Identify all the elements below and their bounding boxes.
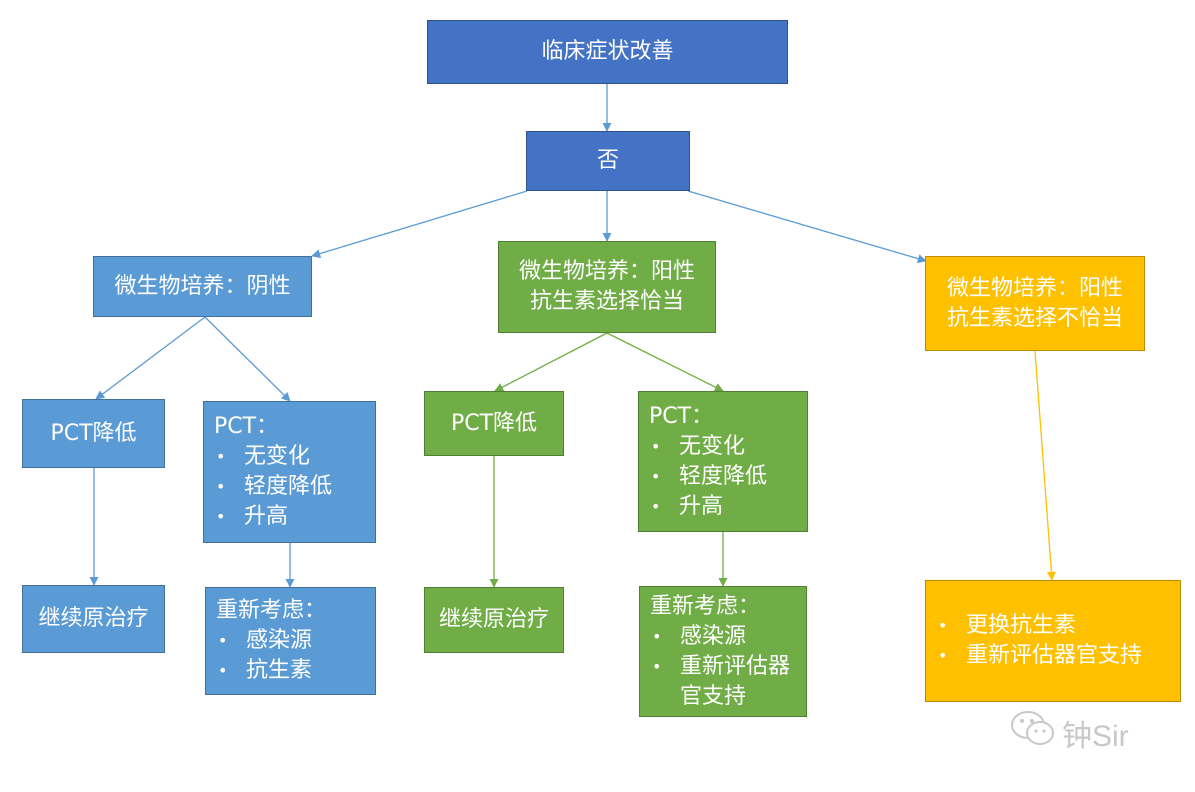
pct-other-item-1-1: 无变化 [214,442,375,472]
continue-treatment-label-2: 继续原治疗 [438,607,549,632]
negative-culture-node: 微生物培养：阴性 [93,256,312,317]
change-antibiotic-item-2: 重新评估器官支持 [936,641,1180,671]
positive-appropriate-line-2: 抗生素选择恰当 [529,289,684,314]
continue-treatment-label-1: 继续原治疗 [38,606,149,631]
reconsider-title-2: 重新考虑： [650,593,761,619]
pct-other-title-1: PCT： [214,414,279,439]
positive-appropriate-node: 微生物培养：阳性 抗生素选择恰当 [498,241,716,333]
pct-other-node-2: PCT： 无变化 轻度降低 升高 [638,391,808,532]
reconsider-list-2: 感染源 重新评估器 官支持 [650,622,806,712]
positive-inappropriate-line-2: 抗生素选择不恰当 [946,305,1123,331]
pct-down-label-1: PCT降低 [50,420,137,446]
change-antibiotic-node: 更换抗生素 重新评估器官支持 [925,580,1181,702]
reconsider-title-1: 重新考虑： [216,598,327,623]
watermark: 钟Sir [1010,708,1170,758]
positive-inappropriate-line-1: 微生物培养：阳性 [946,275,1123,301]
arrow-pos-ok-to-pct-down [494,332,608,392]
reconsider-node-1: 重新考虑： 感染源 抗生素 [205,587,376,695]
pct-down-node-1: PCT降低 [22,399,165,468]
reconsider-item-2-1: 感染源 [650,622,806,652]
watermark-text: 钟Sir [1062,720,1129,753]
reconsider-item-2-2: 重新评估器 [650,652,806,682]
wechat-icon [1010,709,1056,757]
pct-other-node-1: PCT： 无变化 轻度降低 升高 [203,401,376,543]
pct-down-label-2: PCT降低 [450,410,538,436]
reconsider-item-1-2: 抗生素 [216,656,375,686]
root-label: 临床症状改善 [541,39,674,64]
root-node: 临床症状改善 [427,20,788,84]
pct-other-list-1: 无变化 轻度降低 升高 [214,442,375,532]
negative-culture-label: 微生物培养：阴性 [114,273,291,299]
change-antibiotic-item-1: 更换抗生素 [936,611,1180,641]
reconsider-item-2-3: 官支持 [680,683,747,709]
pct-other-item-1-2: 轻度降低 [214,472,375,502]
pct-other-title-2: PCT： [649,403,714,429]
continue-treatment-node-2: 继续原治疗 [424,587,564,653]
pct-other-item-2-3: 升高 [649,492,807,522]
reconsider-list-1: 感染源 抗生素 [216,626,375,686]
no-node: 否 [526,131,690,191]
continue-treatment-node-1: 继续原治疗 [22,585,165,653]
change-antibiotic-list: 更换抗生素 重新评估器官支持 [936,611,1180,671]
no-label: 否 [596,148,619,173]
pct-other-item-1-3: 升高 [214,502,375,532]
pct-other-list-2: 无变化 轻度降低 升高 [649,432,807,522]
positive-inappropriate-node: 微生物培养：阳性 抗生素选择不恰当 [925,256,1145,351]
pct-other-item-2-1: 无变化 [649,432,807,462]
arrow-pos-ok-to-pct-other [606,332,724,392]
pct-down-node-2: PCT降低 [424,391,564,456]
arrow-pos-bad-to-action [1034,350,1056,581]
arrow-no-to-pos-bad [687,190,927,264]
pct-other-item-2-2: 轻度降低 [649,462,807,492]
reconsider-item-1-1: 感染源 [216,626,375,656]
positive-appropriate-line-1: 微生物培养：阳性 [518,259,695,284]
arrow-no-to-neg [311,190,528,258]
arrow-neg-to-pct-down [95,316,206,400]
arrow-neg-to-pct-other [204,316,291,402]
reconsider-node-2: 重新考虑： 感染源 重新评估器 官支持 [639,586,807,717]
